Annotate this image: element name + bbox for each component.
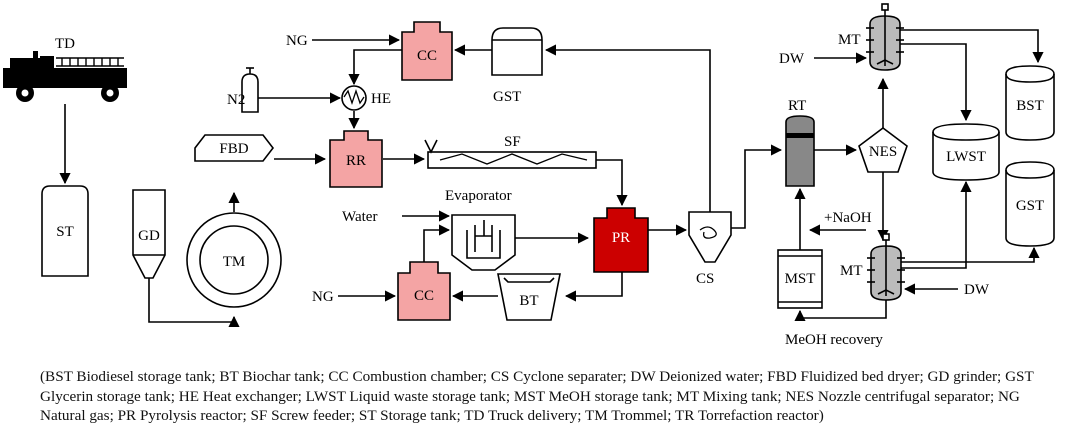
- n2-label: N2: [227, 92, 245, 108]
- he-label: HE: [371, 91, 391, 107]
- glycerin-storage-top: [491, 27, 543, 76]
- naoh-label: +NaOH: [824, 210, 872, 226]
- figure-caption: (BST Biodiesel storage tank; BT Biochar …: [40, 368, 1034, 424]
- combustion-chamber-top[interactable]: [401, 21, 453, 81]
- nes-label: NES: [869, 144, 897, 160]
- water-label: Water: [342, 209, 377, 225]
- mst-label: MST: [785, 271, 816, 287]
- dw-bottom-label: DW: [964, 282, 990, 298]
- combustion-chamber-bottom[interactable]: [397, 261, 451, 321]
- bt-label: BT: [519, 293, 538, 309]
- sf-label: SF: [504, 134, 521, 150]
- trommel-label: TM: [223, 254, 246, 270]
- cc-bottom-label: CC: [414, 288, 434, 304]
- reactor-tank-rt: [785, 115, 815, 187]
- gst-top-label: GST: [493, 89, 521, 105]
- bst-label: BST: [1016, 98, 1044, 114]
- biochar-tank-bt: [497, 273, 561, 321]
- mt-top-label: MT: [838, 32, 861, 48]
- torrefaction-reactor-rr[interactable]: [329, 130, 383, 188]
- storage-tank-st: [41, 185, 89, 277]
- nitrogen-cylinder-n2: [241, 73, 259, 113]
- dw-top-label: DW: [779, 51, 805, 67]
- heat-exchanger-he: [341, 85, 367, 111]
- grinder-label: GD: [138, 228, 160, 244]
- mixing-tank-bottom[interactable]: [867, 233, 905, 301]
- pyrolysis-reactor-pr[interactable]: [593, 207, 649, 273]
- pr-label: PR: [612, 230, 630, 246]
- evaporator-label: Evaporator: [445, 188, 512, 204]
- meoh-recovery-label: MeOH recovery: [785, 332, 883, 348]
- rt-label: RT: [788, 98, 806, 114]
- rr-label: RR: [346, 153, 366, 169]
- mt-bottom-label: MT: [840, 263, 863, 279]
- mixing-tank-top[interactable]: [866, 3, 904, 71]
- trommel-outer: [186, 212, 282, 308]
- ng-top-label: NG: [286, 33, 308, 49]
- storage-tank-label: ST: [56, 224, 74, 240]
- truck-ladder: [56, 57, 124, 67]
- trommel-inner: [199, 225, 269, 295]
- truck-label: TD: [55, 36, 75, 52]
- cc-top-label: CC: [417, 48, 437, 64]
- cs-label: CS: [696, 271, 714, 287]
- cyclone-separator-cs: [688, 211, 732, 263]
- ng-bottom-label: NG: [312, 289, 334, 305]
- gst-right-label: GST: [1016, 198, 1044, 214]
- fluidized-bed-dryer: [194, 134, 275, 162]
- evaporator: [451, 214, 516, 271]
- lwst-label: LWST: [946, 149, 986, 165]
- fbd-label: FBD: [219, 141, 248, 157]
